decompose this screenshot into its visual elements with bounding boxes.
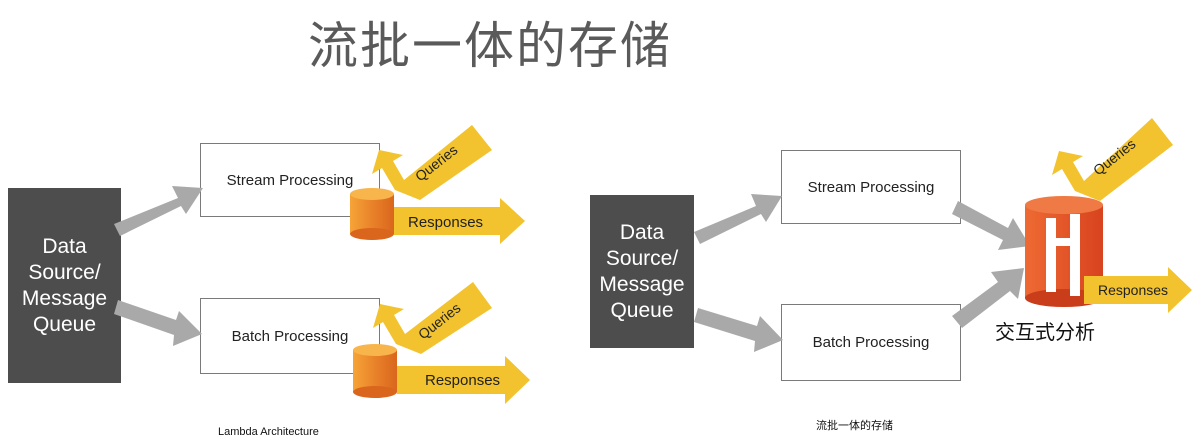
right-responses-arrow: Responses — [1084, 267, 1192, 313]
left-bottom-queries-arrow: Queries — [373, 282, 492, 354]
right-arrow-batch-to-storage — [952, 268, 1024, 328]
interactive-analysis-label: 交互式分析 — [995, 320, 1095, 344]
right-responses-label: Responses — [1098, 282, 1168, 298]
right-arrow-source-to-batch — [694, 308, 783, 352]
page-title: 流批一体的存储 — [308, 17, 672, 75]
left-batch-processing-box: Batch Processing — [200, 298, 380, 374]
right-stream-processing-box: Stream Processing — [781, 150, 961, 224]
right-data-source-label: Data Source/ Message Queue — [599, 220, 685, 322]
left-arrow-source-to-stream — [114, 186, 203, 236]
left-top-responses-arrow: Responses — [394, 198, 525, 244]
left-stream-processing-label: Stream Processing — [226, 171, 354, 189]
left-stream-storage-cylinder — [350, 188, 394, 240]
right-arrow-stream-to-storage — [952, 201, 1030, 250]
left-batch-processing-label: Batch Processing — [231, 327, 349, 345]
right-batch-processing-label: Batch Processing — [812, 334, 930, 351]
left-bottom-responses-label: Responses — [425, 372, 500, 389]
left-data-source-box: Data Source/ Message Queue — [8, 188, 121, 383]
left-data-source-label: Data Source/ Message Queue — [21, 234, 108, 336]
left-arrow-source-to-batch — [114, 300, 202, 346]
right-arrow-source-to-stream — [694, 194, 782, 244]
left-top-queries-arrow: Queries — [372, 125, 492, 200]
right-batch-processing-box: Batch Processing — [781, 304, 961, 381]
right-stream-processing-label: Stream Processing — [807, 178, 935, 196]
left-batch-storage-cylinder — [353, 344, 397, 398]
left-bottom-responses-arrow: Responses — [397, 356, 530, 404]
right-caption: 流批一体的存储 — [816, 420, 893, 432]
right-queries-arrow: Queries — [1052, 118, 1173, 201]
right-data-source-box: Data Source/ Message Queue — [590, 195, 694, 348]
left-top-responses-label: Responses — [408, 214, 483, 231]
left-caption: Lambda Architecture — [218, 426, 319, 438]
